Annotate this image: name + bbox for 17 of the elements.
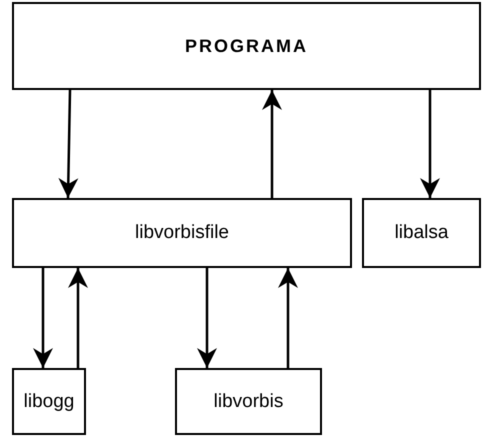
arrow	[420, 90, 440, 198]
arrow	[33, 268, 53, 368]
box-label: libalsa	[394, 222, 448, 244]
library-box	[12, 198, 352, 268]
box-label: libogg	[24, 390, 74, 412]
box-label: libvorbisfile	[135, 222, 229, 244]
box-label: libvorbis	[214, 390, 284, 412]
library-box	[175, 368, 322, 435]
arrow	[58, 90, 78, 198]
program-box	[12, 2, 481, 90]
arrow	[262, 90, 282, 198]
arrow	[197, 268, 217, 368]
library-box	[362, 198, 481, 268]
library-box	[12, 368, 86, 435]
arrow	[68, 268, 88, 368]
arrow	[278, 268, 298, 368]
box-label: PROGRAMA	[185, 36, 308, 56]
